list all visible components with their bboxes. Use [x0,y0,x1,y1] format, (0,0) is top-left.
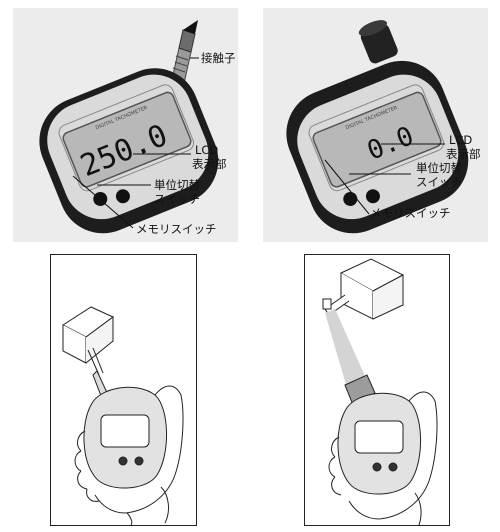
optical-head [358,20,398,64]
label-unit-switch-line1: 単位切替 [154,178,200,192]
optical-measurement-drawing [304,254,450,526]
label-memory-switch: メモリスイッチ [370,206,451,220]
lcd-screen [312,91,442,188]
light-beam [325,309,369,395]
label-lcd-line2: 表示部 [446,147,481,161]
target-shaft [324,294,350,316]
device-body [39,68,219,234]
label-memory-switch: メモリスイッチ [136,222,217,236]
label-unit-switch-line1: 単位切替 [416,161,462,175]
label-lcd-line2: 表示部 [192,157,227,171]
label-unit-switch-line2: スイッチ [416,175,462,189]
contact-measurement-drawing [50,254,197,526]
unit-button [115,189,130,204]
contact-tachometer-photo: 250.0 DIGITAL TACHOMETER [13,8,238,242]
optical-head [344,374,376,406]
hand-outline [348,391,438,520]
optical-tachometer-photo: 0.0 DIGITAL TACHOMETER [263,8,488,242]
optical-tachometer-illustration: 0.0 DIGITAL TACHOMETER [286,20,469,234]
hand-outline [94,385,184,514]
label-contact-tip: 接触子 [201,51,236,65]
leader-lines [324,143,445,215]
lcd-screen [62,91,192,188]
unit-button [365,189,380,204]
device-body [286,60,469,234]
label-lcd-line1: LCD [195,143,219,157]
leader-lines [72,57,199,229]
optical-measurement-illustration [322,258,438,525]
label-lcd-line1: LCD [449,133,473,147]
contact-tachometer-illustration: 250.0 DIGITAL TACHOMETER [39,20,219,234]
lcd-window [354,420,404,454]
reflective-tape [322,298,332,310]
label-unit-switch-line2: スイッチ [154,192,200,206]
lcd-window [100,414,150,448]
contact-measurement-illustration [62,306,184,525]
